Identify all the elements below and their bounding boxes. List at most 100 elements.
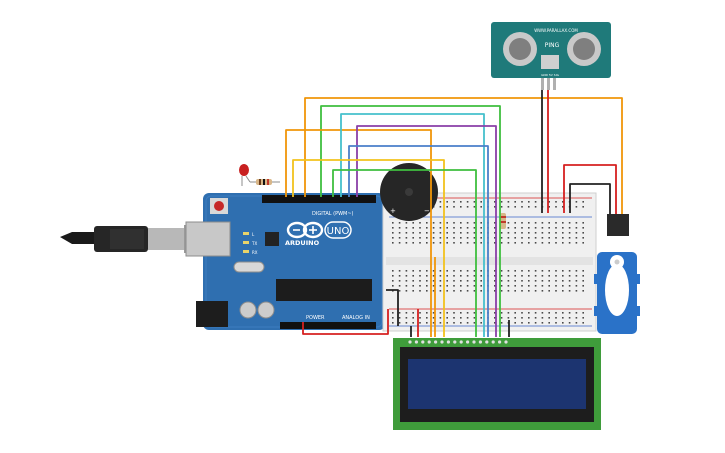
breadboard-hole [575,312,578,314]
breadboard-hole [419,285,421,287]
breadboard-hole [507,275,510,277]
breadboard-hole [562,270,564,272]
breadboard-hole [494,312,496,314]
breadboard-hole [500,201,503,203]
breadboard-hole [453,312,455,314]
breadboard-hole [439,242,442,244]
breadboard-hole [432,232,435,234]
breadboard-hole [528,285,530,287]
breadboard-hole [528,312,530,314]
breadboard-hole [419,322,421,324]
breadboard-hole [521,222,523,224]
breadboard-hole [500,322,503,324]
breadboard-hole [555,227,557,229]
breadboard-hole [541,275,544,277]
breadboard-hole [500,275,503,277]
breadboard-hole [514,201,516,203]
wire-green-inner [332,169,477,337]
breadboard-hole [426,280,428,282]
breadboard-hole [426,317,428,319]
breadboard-hole [521,242,523,244]
breadboard-hole [548,227,550,229]
breadboard-hole [453,206,455,208]
breadboard-hole [446,227,448,229]
breadboard-hole [439,275,442,277]
breadboard-hole [514,312,516,314]
breadboard-hole [568,222,571,224]
tx-led-label: TX [251,241,257,246]
breadboard-hole [426,275,428,277]
breadboard-hole [568,237,571,239]
breadboard-hole [439,232,442,234]
breadboard-hole [453,270,455,272]
breadboard-hole [514,237,516,239]
breadboard-hole [426,237,428,239]
breadboard-hole [548,290,550,292]
breadboard-hole [534,285,537,287]
breadboard-hole [582,232,584,234]
breadboard-hole [419,222,421,224]
breadboard-hole [555,242,557,244]
breadboard-hole [534,237,537,239]
wire-cyan [340,113,485,337]
breadboard-hole [507,227,510,229]
breadboard-hole [575,322,578,324]
breadboard-hole [480,322,482,324]
breadboard-hole [534,227,537,229]
breadboard-hole [541,242,544,244]
power-header-label: POWER [306,315,325,321]
lcd-pin [446,340,450,344]
breadboard-hole [426,242,428,244]
breadboard-hole [392,322,394,324]
breadboard-hole [473,322,476,324]
breadboard-hole [398,270,401,272]
breadboard-hole [446,237,448,239]
breadboard-hole [405,237,408,239]
breadboard-hole [439,201,442,203]
breadboard-hole [528,270,530,272]
breadboard-hole [466,322,469,324]
breadboard-hole [426,312,428,314]
breadboard-hole [419,275,421,277]
breadboard-hole [541,312,544,314]
breadboard-hole [460,312,462,314]
breadboard-hole [541,317,544,319]
breadboard-hole [507,232,510,234]
breadboard-hole [446,280,448,282]
breadboard-hole [432,280,435,282]
breadboard-hole [432,285,435,287]
breadboard-hole [541,222,544,224]
breadboard-hole [507,222,510,224]
breadboard-hole [405,290,408,292]
breadboard-hole [562,206,564,208]
breadboard-hole [562,275,564,277]
breadboard-hole [494,280,496,282]
breadboard-hole [575,280,578,282]
breadboard-hole [534,222,537,224]
breadboard-hole [405,227,408,229]
breadboard-hole [528,275,530,277]
breadboard-hole [419,232,421,234]
breadboard-hole [480,270,482,272]
breadboard-hole [453,222,455,224]
breadboard-hole [466,280,469,282]
lcd-pin [472,340,476,344]
breadboard-hole [453,285,455,287]
breadboard-hole [473,270,476,272]
piezo-buzzer: + − [380,163,438,221]
breadboard-hole [521,227,523,229]
breadboard-hole [453,227,455,229]
breadboard-hole [500,232,503,234]
breadboard-hole [439,290,442,292]
breadboard-hole [446,206,448,208]
breadboard-hole [473,227,476,229]
breadboard-hole [514,270,516,272]
servo-motor [594,214,640,334]
breadboard-hole [480,201,482,203]
breadboard-hole [575,275,578,277]
breadboard-hole [426,227,428,229]
breadboard-hole [521,312,523,314]
breadboard-hole [446,222,448,224]
breadboard-hole [568,242,571,244]
